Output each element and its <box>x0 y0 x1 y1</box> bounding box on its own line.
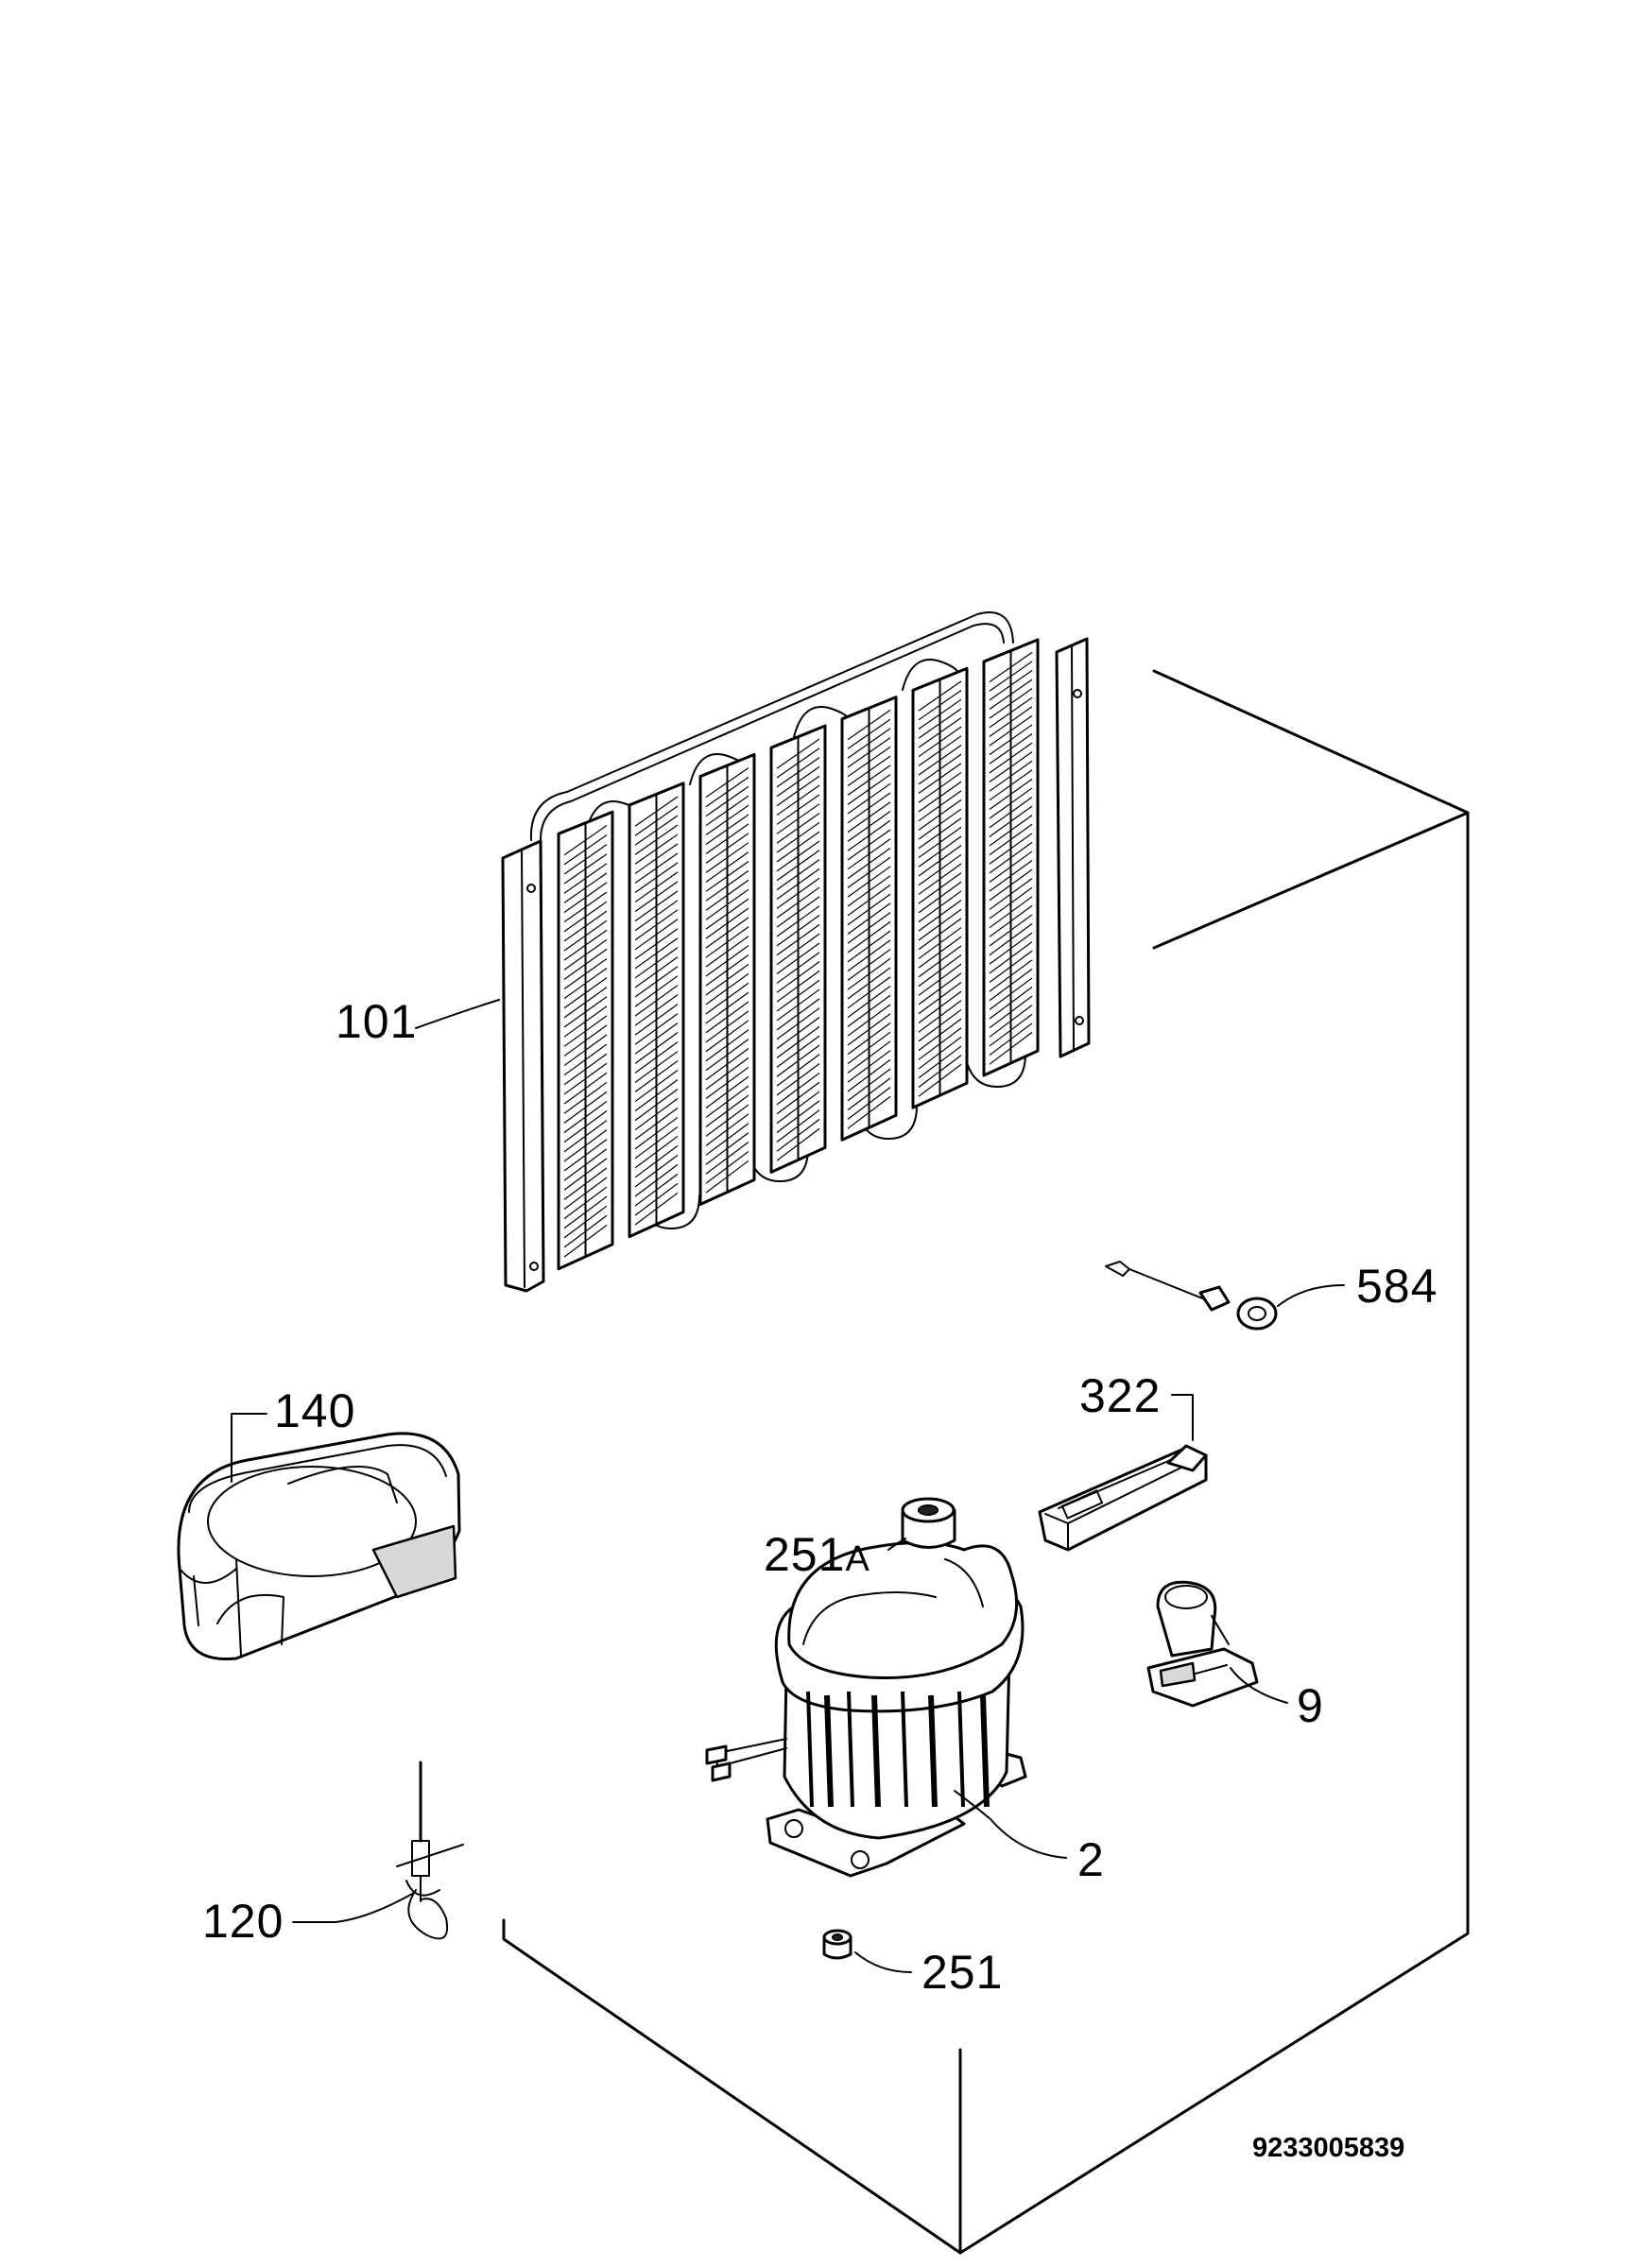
drain-pan <box>177 1432 461 1661</box>
shading-stroke <box>957 1691 965 1808</box>
label-bush-251: 251 <box>921 1946 1003 1999</box>
label-bush-251a-number: 251 <box>764 1528 845 1581</box>
shading-stroke <box>824 1694 834 1808</box>
grommet-wire <box>1105 1261 1278 1331</box>
condenser <box>501 611 1091 1293</box>
label-bush-251a-suffix: A <box>845 1539 870 1579</box>
label-drain-pan-140: 140 <box>274 1384 355 1437</box>
document-number: 9233005839 <box>1252 2133 1404 2163</box>
label-grommet-584: 584 <box>1356 1260 1438 1313</box>
shading-stroke <box>806 1691 814 1808</box>
shading-stroke <box>901 1691 908 1808</box>
leader-lines <box>231 999 1345 1973</box>
label-bush-251a: 251A <box>764 1528 870 1581</box>
condenser-fins <box>557 638 1040 1271</box>
label-sensor-120: 120 <box>202 1895 284 1948</box>
compressor-bush <box>822 1929 852 1960</box>
cabinet-outline <box>502 669 1470 2255</box>
label-bracket-322: 322 <box>1079 1369 1161 1422</box>
thermostat-sensor <box>396 1761 464 1940</box>
shading-stroke <box>847 1691 854 1808</box>
label-relay-clip-9: 9 <box>1297 1679 1324 1732</box>
shading-stroke <box>928 1694 938 1808</box>
compressor-shading <box>806 1691 990 1808</box>
label-compressor-2: 2 <box>1077 1833 1105 1886</box>
label-condenser-101: 101 <box>336 995 417 1048</box>
compressor <box>705 1541 1027 1878</box>
compressor-bush-a <box>901 1497 956 1549</box>
shading-stroke <box>871 1694 881 1808</box>
shading-stroke <box>980 1694 990 1808</box>
relay-clip <box>1146 1580 1259 1708</box>
bracket <box>1038 1444 1208 1552</box>
